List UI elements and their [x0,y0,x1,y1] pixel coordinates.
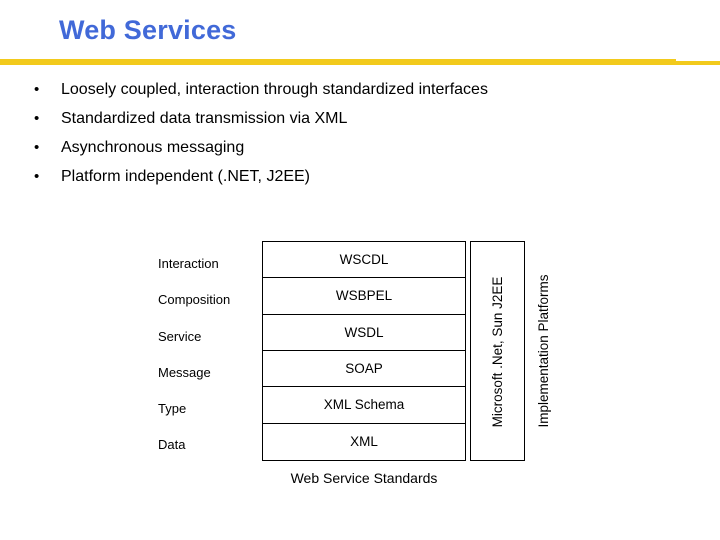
standard-name-xml-schema: XML Schema [323,397,405,413]
web-service-standards-caption: Web Service Standards [290,470,438,486]
list-item-label: Standardized data transmission via XML [61,110,348,127]
list-item-label: Asynchronous messaging [61,139,245,156]
list-item: • Standardized data transmission via XML [0,104,720,133]
table-row: WSDL [263,315,465,351]
list-item: • Platform independent (.NET, J2EE) [0,162,720,191]
list-item-label: Loosely coupled, interaction through sta… [61,81,488,98]
bullet-icon: • [34,139,40,156]
table-row: WSCDL [263,242,465,279]
title-divider-rule-tail [676,61,720,65]
standard-name-wscdl: WSCDL [339,252,389,268]
layer-label-type: Type [158,401,187,416]
standard-name-wsbpel: WSBPEL [335,288,393,304]
implementation-platform-box: Microsoft .Net, Sun J2EE [470,241,525,461]
bullet-icon: • [34,168,40,185]
implementation-platforms-caption: Implementation Platforms [535,274,551,428]
layer-label-data: Data [158,437,186,452]
layer-label-service: Service [158,329,202,344]
standards-table: WSCDL WSBPEL WSDL SOAP XML Schema XML [262,241,466,461]
table-row: SOAP [263,351,465,388]
bullet-icon: • [34,81,40,98]
list-item-label: Platform independent (.NET, J2EE) [61,168,311,185]
standard-name-xml: XML [350,434,378,450]
layer-label-interaction: Interaction [158,256,219,271]
layer-label-message: Message [158,365,211,380]
standard-name-soap: SOAP [345,361,383,377]
page-title: Web Services [59,15,237,45]
platform-vendors-label: Microsoft .Net, Sun J2EE [489,276,505,428]
standard-name-wsdl: WSDL [344,324,384,340]
bullet-icon: • [34,110,40,127]
layer-label-composition: Composition [158,292,231,307]
title-divider-rule [0,59,676,65]
table-row: XML [263,424,465,460]
list-item: • Loosely coupled, interaction through s… [0,75,720,104]
bullet-list: • Loosely coupled, interaction through s… [0,75,720,191]
list-item: • Asynchronous messaging [0,133,720,162]
table-row: WSBPEL [263,278,465,315]
table-row: XML Schema [263,387,465,424]
